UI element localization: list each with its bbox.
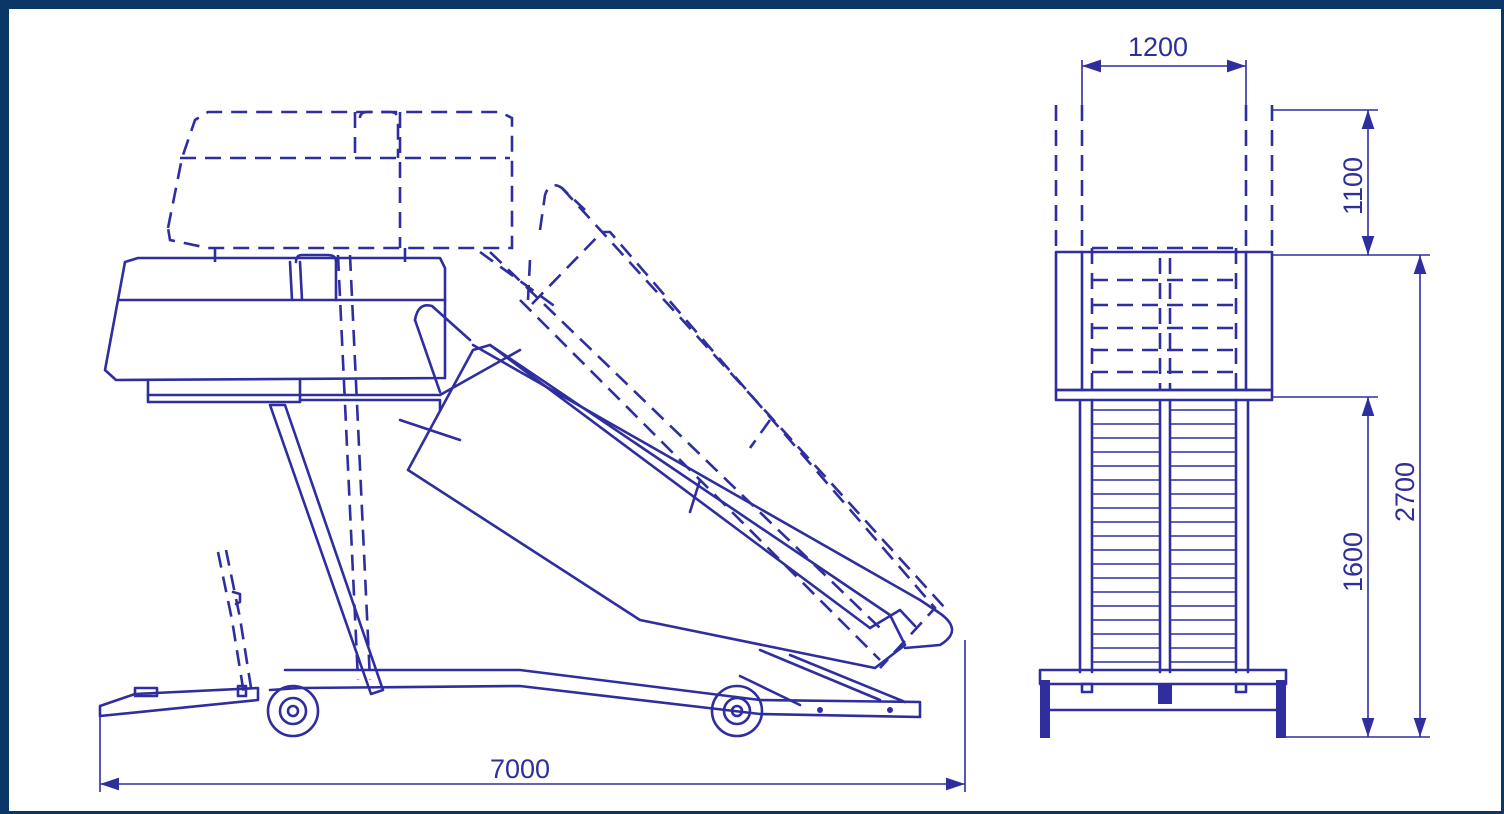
front-wheel	[710, 684, 764, 738]
width-dimension-label: 1200	[1128, 32, 1188, 62]
height-dimensions: 1100 1600 2700	[1272, 109, 1430, 738]
rail-height-label: 1100	[1338, 157, 1368, 215]
stair-lowered	[398, 304, 954, 670]
platform-height-label: 1600	[1338, 532, 1368, 592]
front-view	[1038, 60, 1288, 738]
length-dimension-label: 7000	[490, 754, 550, 784]
chassis	[98, 648, 922, 719]
max-height-label: 2700	[1390, 462, 1420, 522]
tow-bar	[216, 549, 254, 698]
front-steps	[1092, 409, 1236, 663]
width-dimension: 1200	[1082, 32, 1246, 73]
stair-raised	[479, 183, 946, 669]
length-dimension: 7000	[99, 640, 966, 792]
lift-strut	[268, 254, 385, 696]
rear-wheel	[266, 684, 320, 738]
platform-lowered	[103, 253, 447, 412]
platform-raised	[166, 110, 514, 262]
